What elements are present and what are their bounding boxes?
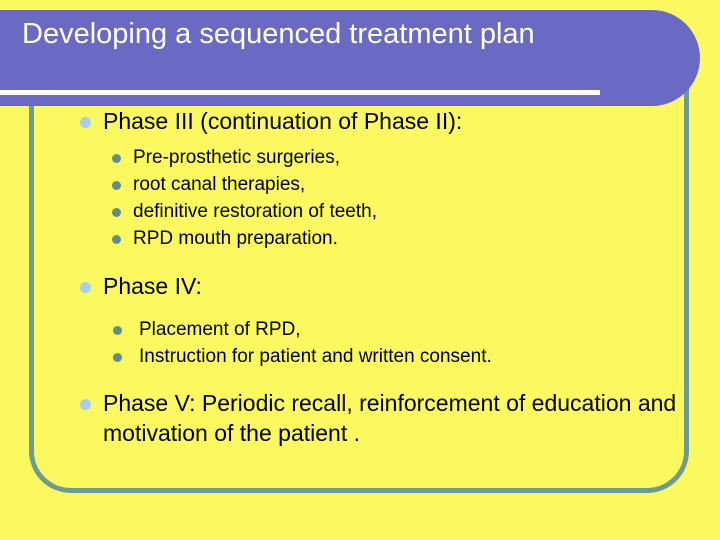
title-underline-rule <box>0 90 600 95</box>
spacer <box>0 301 720 316</box>
bullet-item-phase-v: Phase V: Periodic recall, reinforcement … <box>0 388 720 448</box>
sub-bullet-text: Placement of RPD, <box>139 319 301 340</box>
spacer <box>0 370 720 388</box>
spacer <box>0 252 720 271</box>
sub-bullet-text: definitive restoration of teeth, <box>133 201 377 222</box>
slide-title-bar: Developing a sequenced treatment plan <box>0 10 700 106</box>
bullet-marker-icon <box>80 117 91 128</box>
sub-bullet-marker-icon <box>113 326 122 335</box>
sub-bullet-text: Instruction for patient and written cons… <box>139 346 492 367</box>
sub-bullet-text: root canal therapies, <box>133 174 306 195</box>
bullet-item-phase-iii: Phase III (continuation of Phase II): <box>0 106 720 136</box>
sub-bullet-marker-icon <box>112 154 121 163</box>
sub-bullet-text: RPD mouth preparation. <box>133 228 338 249</box>
slide-body: Phase III (continuation of Phase II): Pr… <box>0 106 720 506</box>
sub-bullet-item-definitive-restoration: definitive restoration of teeth, <box>0 198 720 225</box>
sub-bullet-item-root-canal-therapies: root canal therapies, <box>0 171 720 198</box>
bullet-item-phase-iv: Phase IV: <box>0 271 720 301</box>
sub-bullet-text: Pre-prosthetic surgeries, <box>133 147 340 168</box>
sub-bullet-marker-icon <box>112 181 121 190</box>
sub-bullet-item-placement-of-rpd: Placement of RPD, <box>0 316 720 343</box>
bullet-marker-icon <box>80 399 91 410</box>
bullet-text: Phase IV: <box>103 273 202 299</box>
bullet-marker-icon <box>80 282 91 293</box>
sub-bullet-item-instruction-for-patient: Instruction for patient and written cons… <box>0 343 720 370</box>
bullet-text: Phase V: Periodic recall, reinforcement … <box>103 390 677 446</box>
sub-bullet-marker-icon <box>112 208 121 217</box>
sub-bullet-marker-icon <box>112 235 121 244</box>
spacer <box>0 136 720 144</box>
sub-bullet-marker-icon <box>113 353 122 362</box>
sub-bullet-item-pre-prosthetic-surgeries: Pre-prosthetic surgeries, <box>0 144 720 171</box>
sub-bullet-item-rpd-mouth-preparation: RPD mouth preparation. <box>0 225 720 252</box>
bullet-text: Phase III (continuation of Phase II): <box>103 108 463 134</box>
slide-title: Developing a sequenced treatment plan <box>22 18 535 50</box>
